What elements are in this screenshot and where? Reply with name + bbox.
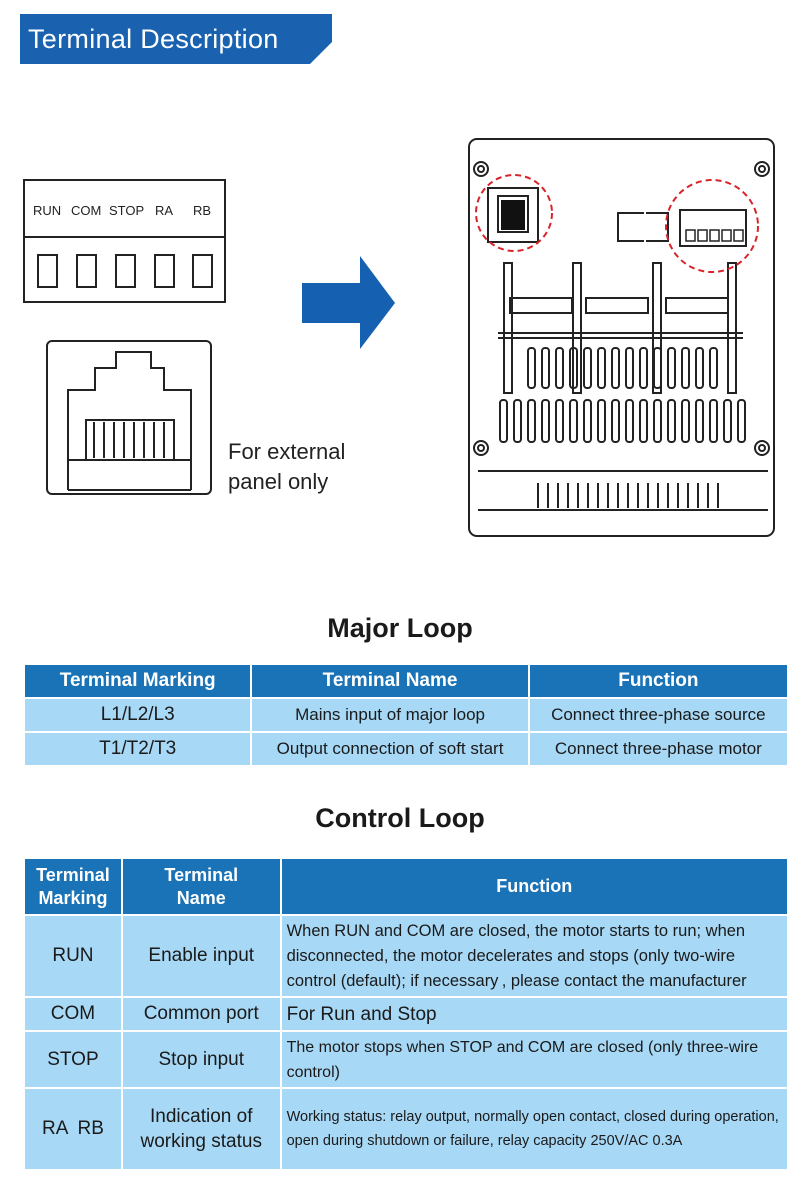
header-function: Function	[529, 665, 787, 697]
table-row: COM Common port For Run and Stop	[25, 998, 787, 1030]
header-terminal-name: Terminal Name	[122, 859, 280, 914]
external-note-line1: For external	[228, 439, 346, 464]
header-marking-line2: Marking	[38, 887, 108, 908]
cell-marking: COM	[25, 998, 121, 1030]
cell-marking: RUN	[25, 916, 121, 996]
terminal-label-com: COM	[71, 203, 102, 218]
table-row: L1/L2/L3 Mains input of major loop Conne…	[25, 699, 787, 731]
table-header-row: Terminal Marking Terminal Name Function	[25, 859, 787, 914]
cell-name: Common port	[122, 998, 280, 1030]
terminal-label-run: RUN	[33, 203, 62, 218]
cell-marking: L1/L2/L3	[25, 699, 251, 731]
cell-marking: STOP	[25, 1032, 121, 1087]
cell-function: Working status: relay output, normally o…	[281, 1089, 787, 1169]
control-loop-title: Control Loop	[315, 803, 485, 833]
cell-marking: T1/T2/T3	[25, 733, 251, 765]
cell-name: Output connection of soft start	[252, 733, 528, 765]
section-banner: Terminal Description	[20, 14, 332, 64]
table-row: STOP Stop input The motor stops when STO…	[25, 1032, 787, 1087]
external-panel-note: For external panel only	[228, 437, 345, 497]
banner-shape	[20, 14, 332, 64]
header-terminal-marking: Terminal Marking	[25, 859, 121, 914]
table-header-row: Terminal Marking Terminal Name Function	[25, 665, 787, 697]
terminal-labels-row: RUN COM STOP RA RB	[25, 181, 224, 238]
cell-name: Indication of working status	[122, 1089, 280, 1169]
cell-function: Connect three-phase source	[529, 699, 787, 731]
table-row: RUN Enable input When RUN and COM are cl…	[25, 916, 787, 996]
terminal-label-ra: RA	[155, 203, 174, 218]
terminal-block-diagram: RUN COM STOP RA RB	[23, 179, 226, 303]
header-function: Function	[281, 859, 787, 914]
rj45-port-icon	[46, 340, 212, 495]
terminal-screw-rb	[192, 254, 213, 288]
header-terminal-name: Terminal Name	[252, 665, 528, 697]
header-terminal-marking: Terminal Marking	[25, 665, 251, 697]
major-loop-title: Major Loop	[327, 613, 473, 643]
major-loop-table: Terminal Marking Terminal Name Function …	[23, 663, 789, 767]
terminal-label-rb: RB	[193, 203, 212, 218]
banner-title: Terminal Description	[28, 24, 279, 54]
cell-name: Mains input of major loop	[252, 699, 528, 731]
header-marking-line1: Terminal	[36, 864, 110, 885]
cell-marking: RA RB	[25, 1089, 121, 1169]
cell-function: Connect three-phase motor	[529, 733, 787, 765]
external-note-line2: panel only	[228, 469, 329, 494]
terminal-screw-run	[37, 254, 58, 288]
header-name-line2: Name	[176, 887, 226, 908]
cell-name-line2: working status	[140, 1131, 262, 1152]
cell-function: For Run and Stop	[281, 998, 787, 1030]
cell-name: Enable input	[122, 916, 280, 996]
cell-function: The motor stops when STOP and COM are cl…	[281, 1032, 787, 1087]
soft-starter-device-drawing	[468, 138, 775, 537]
terminal-screw-stop	[115, 254, 136, 288]
terminal-screw-ra	[154, 254, 175, 288]
header-name-line1: Terminal	[164, 864, 239, 885]
table-row: RA RB Indication of working status Worki…	[25, 1089, 787, 1169]
terminal-label-stop: STOP	[109, 203, 145, 218]
cell-name-line1: Indication of	[150, 1106, 253, 1127]
cell-name: Stop input	[122, 1032, 280, 1087]
right-arrow-icon	[302, 256, 395, 349]
table-row: T1/T2/T3 Output connection of soft start…	[25, 733, 787, 765]
cell-function: When RUN and COM are closed, the motor s…	[281, 916, 787, 996]
terminal-screw-com	[76, 254, 97, 288]
control-loop-table: Terminal Marking Terminal Name Function …	[23, 857, 789, 1171]
